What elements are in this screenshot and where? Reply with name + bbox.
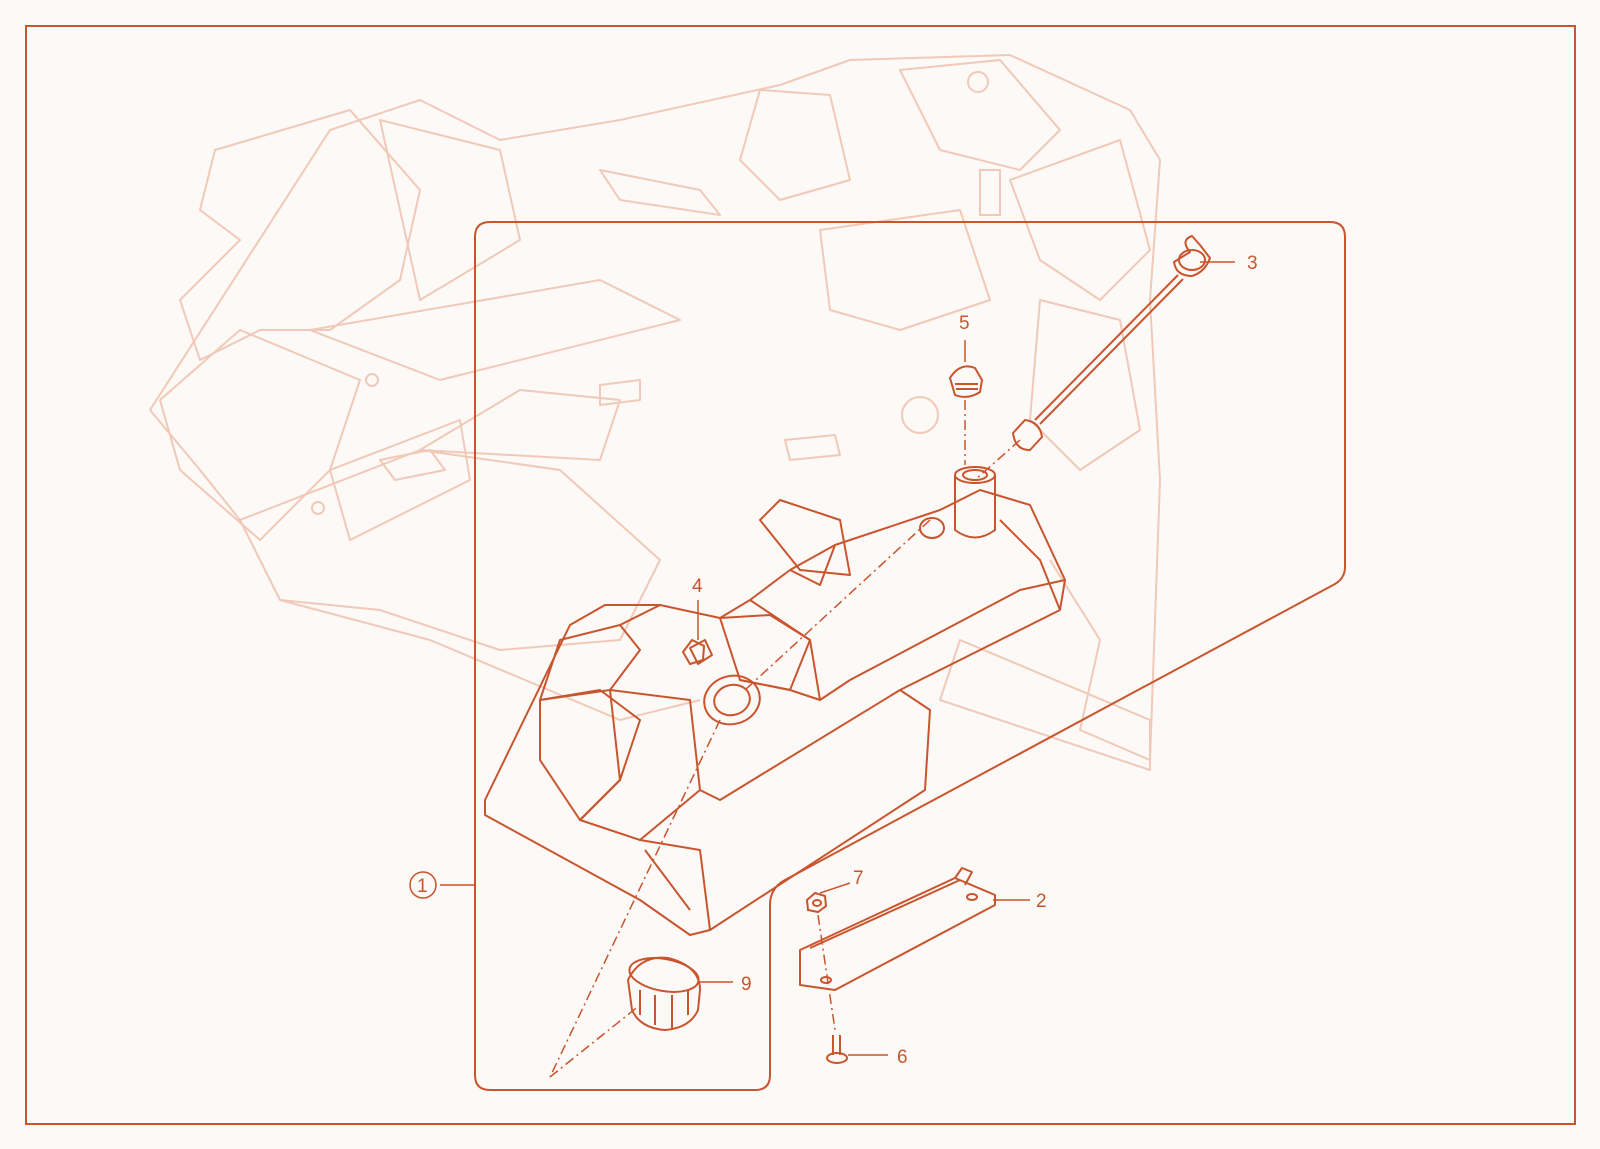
assembly-lines: [549, 400, 1021, 1078]
assembly-outline: [474, 221, 1346, 1091]
fuel-sender-part: [1012, 235, 1211, 451]
callout-1-circle: [409, 871, 437, 899]
callout-4: 4: [692, 576, 703, 597]
callout-5: 5: [959, 313, 970, 334]
outer-frame: [25, 25, 1576, 1125]
callout-7: 7: [853, 868, 864, 889]
vent-fitting-part: [948, 365, 984, 398]
callout-1: 1: [417, 876, 428, 897]
filler-cap-part: [627, 956, 701, 1031]
bolt-part: [826, 1035, 848, 1064]
fuel-tank-part: [484, 466, 1066, 936]
callout-6: 6: [897, 1047, 908, 1068]
leader-lines: [440, 261, 1235, 1056]
bracket-part: [799, 867, 996, 991]
callout-9: 9: [741, 974, 752, 995]
callout-3: 3: [1247, 253, 1258, 274]
nut-part: [805, 891, 828, 914]
callout-2: 2: [1036, 891, 1047, 912]
chassis-frame-background: [149, 54, 1161, 771]
grommet-part: [681, 638, 706, 666]
